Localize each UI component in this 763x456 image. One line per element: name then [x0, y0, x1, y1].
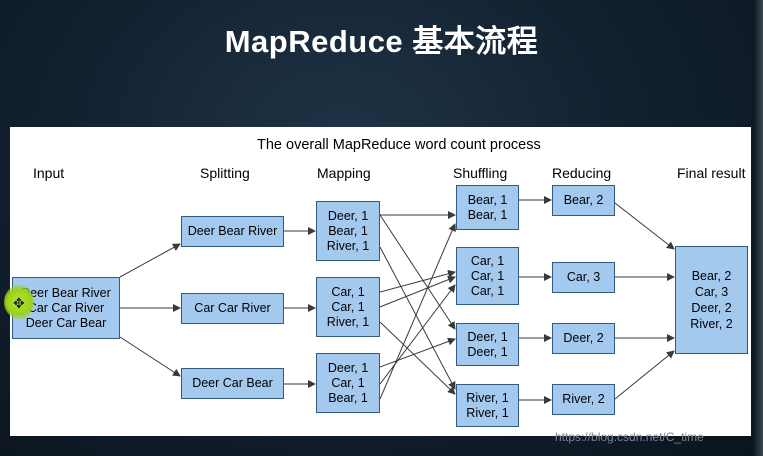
input-line: Car Car River	[27, 300, 105, 315]
reduce-box: River, 2	[552, 384, 615, 415]
map-pair: River, 1	[326, 238, 370, 253]
stage-label-input: Input	[33, 165, 65, 181]
reduce-box: Deer, 2	[552, 323, 615, 354]
reduce-box: Bear, 2	[552, 185, 615, 216]
arrow-map1-deer	[379, 214, 456, 330]
stage-label-mapping: Mapping	[317, 165, 371, 181]
reduce-result: Bear, 2	[563, 193, 604, 207]
map-pair: Car, 1	[331, 375, 365, 390]
arrow-map3-car	[379, 284, 456, 385]
arrow-reduce-to-final-river	[614, 350, 675, 400]
shuffle-pair: Bear, 1	[467, 192, 508, 207]
stage-label-shuffling: Shuffling	[453, 165, 508, 181]
reduce-box: Car, 3	[552, 262, 615, 293]
map-box: Deer, 1 Car, 1 Bear, 1	[316, 353, 380, 413]
map-pair: Bear, 1	[328, 390, 368, 405]
shuffle-pair: Deer, 1	[467, 329, 508, 344]
shuffle-pair: Car, 1	[470, 268, 505, 283]
cursor-highlight	[4, 285, 34, 319]
final-result-line: Car, 3	[694, 285, 729, 299]
reduce-result: River, 2	[562, 392, 605, 406]
shuffle-box: Deer, 1 Deer, 1	[456, 323, 519, 366]
arrow-input-to-split-1	[119, 243, 181, 278]
split-text: Car Car River	[194, 301, 271, 315]
reduce-result: Deer, 2	[563, 331, 604, 345]
input-line: Deer Bear River	[21, 285, 111, 300]
map-pair: Car, 1	[331, 284, 365, 299]
map-box: Car, 1 Car, 1 River, 1	[316, 277, 380, 337]
diagram-panel: The overall MapReduce word count process…	[10, 127, 751, 436]
move-cursor-icon: ✥	[13, 295, 25, 311]
diagram-title: The overall MapReduce word count process	[257, 137, 541, 153]
shuffle-box: River, 1 River, 1	[456, 384, 519, 427]
shuffle-pair: Deer, 1	[467, 344, 508, 359]
arrow-reduce-to-final-bear	[614, 202, 675, 250]
map-pair: Car, 1	[331, 299, 365, 314]
shuffle-pair: River, 1	[466, 390, 509, 405]
map-pair: River, 1	[326, 314, 370, 329]
map-pair: Deer, 1	[327, 208, 369, 223]
split-box: Deer Bear River	[181, 216, 284, 247]
arrow-map2-river	[379, 321, 456, 395]
stage-label-reducing: Reducing	[552, 165, 612, 181]
map-pair: Deer, 1	[327, 360, 369, 375]
final-result-box: Bear, 2 Car, 3 Deer, 2 River, 2	[675, 246, 748, 354]
slide-title: MapReduce 基本流程	[224, 24, 539, 59]
final-result-line: River, 2	[690, 317, 733, 331]
split-text: Deer Car Bear	[192, 376, 273, 390]
split-box: Car Car River	[181, 293, 284, 324]
stage-label-final-result: Final result	[677, 165, 746, 181]
final-result-line: Deer, 2	[691, 301, 732, 315]
input-line: Deer Car Bear	[25, 315, 107, 330]
shuffle-pair: Car, 1	[470, 283, 505, 298]
shuffle-pair: Bear, 1	[467, 207, 508, 222]
shuffle-box: Bear, 1 Bear, 1	[456, 185, 519, 230]
arrow-map3-bear	[379, 223, 456, 400]
shuffle-box: Car, 1 Car, 1 Car, 1	[456, 247, 519, 305]
window-edge	[753, 0, 763, 456]
map-pair: Bear, 1	[328, 223, 368, 238]
shuffle-pair: River, 1	[466, 405, 509, 420]
reduce-result: Car, 3	[566, 270, 601, 284]
split-text: Deer Bear River	[187, 224, 278, 238]
arrow-map3-deer	[379, 337, 456, 368]
arrow-input-to-split-3	[119, 336, 181, 377]
flow-arrows	[119, 196, 675, 404]
shuffle-pair: Car, 1	[470, 253, 505, 268]
arrow-map2-car-b	[379, 275, 456, 308]
arrow-map2-car-a	[379, 269, 456, 293]
final-result-line: Bear, 2	[691, 269, 732, 283]
watermark: https://blog.csdn.net/C_time	[555, 430, 704, 444]
arrow-map1-river	[379, 246, 456, 390]
stage-label-splitting: Splitting	[200, 165, 250, 181]
split-box: Deer Car Bear	[181, 368, 284, 399]
map-box: Deer, 1 Bear, 1 River, 1	[316, 201, 380, 261]
